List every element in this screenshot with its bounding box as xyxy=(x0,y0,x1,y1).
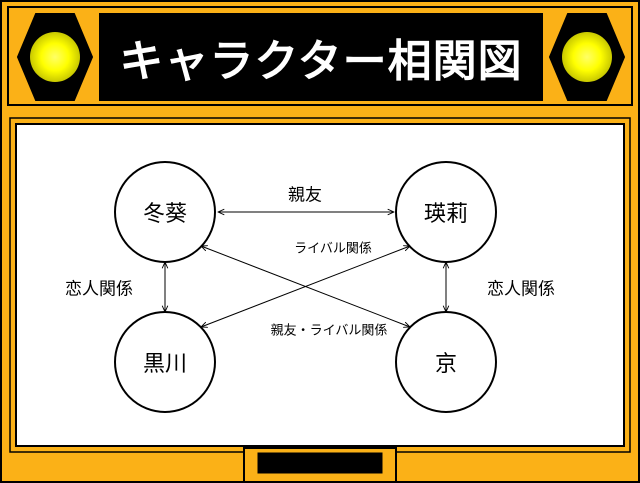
node-fuyuki xyxy=(114,161,216,263)
page-title: キャラクター相関図 xyxy=(119,36,523,87)
edge-label-eiri-kyo: 恋人関係 xyxy=(487,279,555,300)
edge-label-fuyuki-kyo: 親友・ライバル関係 xyxy=(270,323,388,339)
node-kurokawa xyxy=(114,311,216,413)
node-eiri xyxy=(395,161,497,263)
node-label-kyo: 京 xyxy=(434,352,457,377)
title-box xyxy=(99,13,543,101)
hexagon-lamp-icon xyxy=(548,13,626,101)
edge-eiri-kurokawa xyxy=(201,246,410,327)
node-label-fuyuki: 冬葵 xyxy=(142,202,187,227)
node-label-eiri: 瑛莉 xyxy=(423,202,468,227)
node-label-kurokawa: 黒川 xyxy=(142,352,187,377)
hexagon-lamp-icon xyxy=(16,13,94,101)
bottom-tab xyxy=(243,447,397,483)
edge-label-fuyuki-eiri: 親友 xyxy=(288,185,322,206)
edge-label-eiri-kurokawa: ライバル関係 xyxy=(294,241,372,257)
edge-label-fuyuki-kurokawa: 恋人関係 xyxy=(65,279,133,300)
node-kyo xyxy=(395,311,497,413)
